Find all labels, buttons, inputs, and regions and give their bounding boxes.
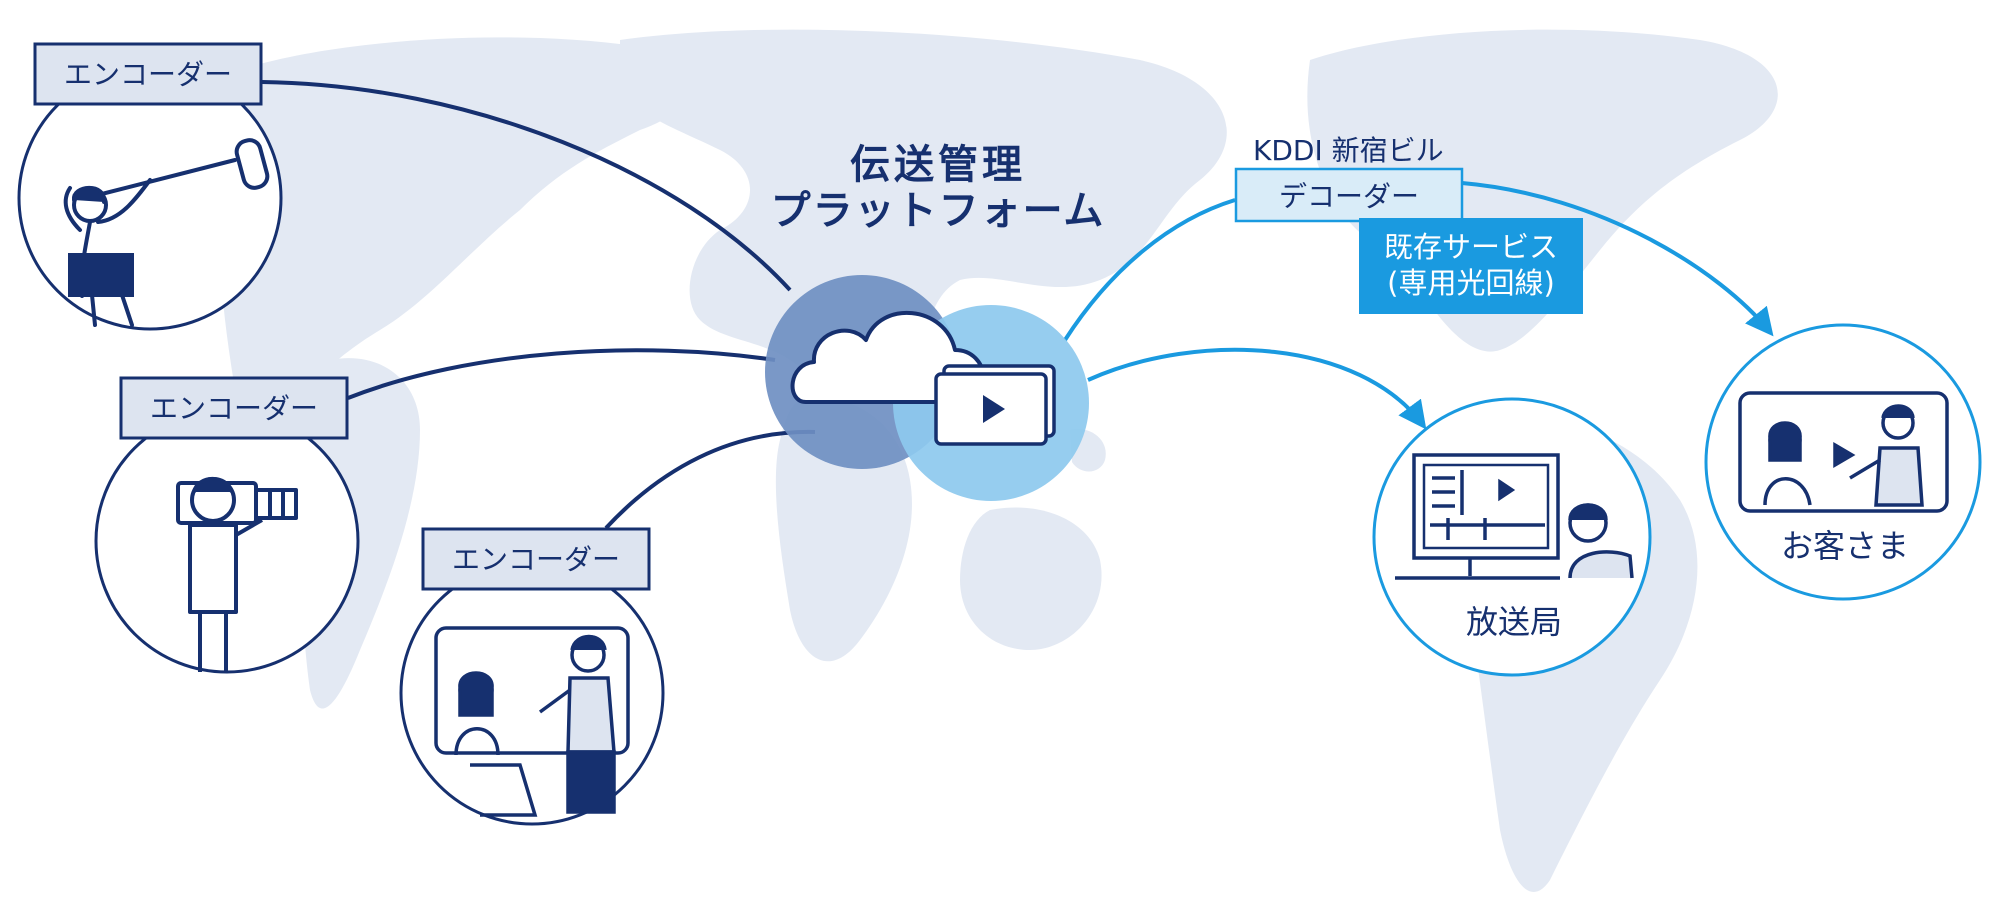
decoder-label: デコーダー (1279, 180, 1419, 213)
encoder-node-3: エンコーダー (399, 527, 665, 826)
video-camera-icon (176, 476, 298, 672)
encoder-label-box-2 (119, 376, 349, 440)
broadcaster-node: 放送局 (1372, 397, 1652, 677)
encoder-scene-circle-1 (17, 65, 283, 331)
customer-screen-icon (1738, 391, 1949, 513)
decoder-site-label: KDDI 新宿ビル (1253, 134, 1444, 167)
existing-service-line2: (専用光回線) (1387, 266, 1555, 300)
decoder-label-box (1234, 167, 1464, 223)
encoder-connections (261, 80, 816, 530)
existing-service-box (1359, 218, 1583, 314)
monitor-icon (1395, 453, 1634, 580)
existing-service-line1: 既存サービス (1384, 230, 1558, 264)
encoder-label-2: エンコーダー (150, 392, 318, 425)
broadcaster-label: 放送局 (1466, 603, 1562, 641)
customer-label: お客さま (1781, 527, 1909, 565)
platform-title-line1: 伝送管理 (850, 142, 1026, 188)
platform-title-line2: プラットフォーム (771, 188, 1106, 234)
connection-to-decoder (1063, 198, 1236, 342)
connection-to-customer (1461, 181, 1774, 337)
boom-microphone-icon (63, 138, 270, 327)
connection-encoder-2 (347, 348, 776, 400)
connection-to-broadcaster (1087, 347, 1427, 430)
transmission-platform: 伝送管理 プラットフォーム (765, 142, 1106, 501)
encoder-label-box-1 (33, 42, 263, 106)
decoder-connections (1063, 181, 1774, 430)
encoder-label-1: エンコーダー (64, 58, 232, 91)
customer-node: お客さま (1704, 323, 1982, 601)
encoder-label-3: エンコーダー (452, 543, 620, 576)
studio-presenters-icon (434, 626, 630, 817)
connection-encoder-1 (261, 80, 792, 292)
decoder-node: KDDI 新宿ビル デコーダー 既存サービス (専用光回線) (1234, 134, 1583, 314)
encoder-node-1: エンコーダー (17, 42, 283, 331)
video-play-icon (934, 364, 1056, 446)
connection-encoder-3 (604, 429, 816, 530)
encoder-label-box-3 (421, 527, 651, 591)
encoder-node-2: エンコーダー (94, 376, 360, 674)
